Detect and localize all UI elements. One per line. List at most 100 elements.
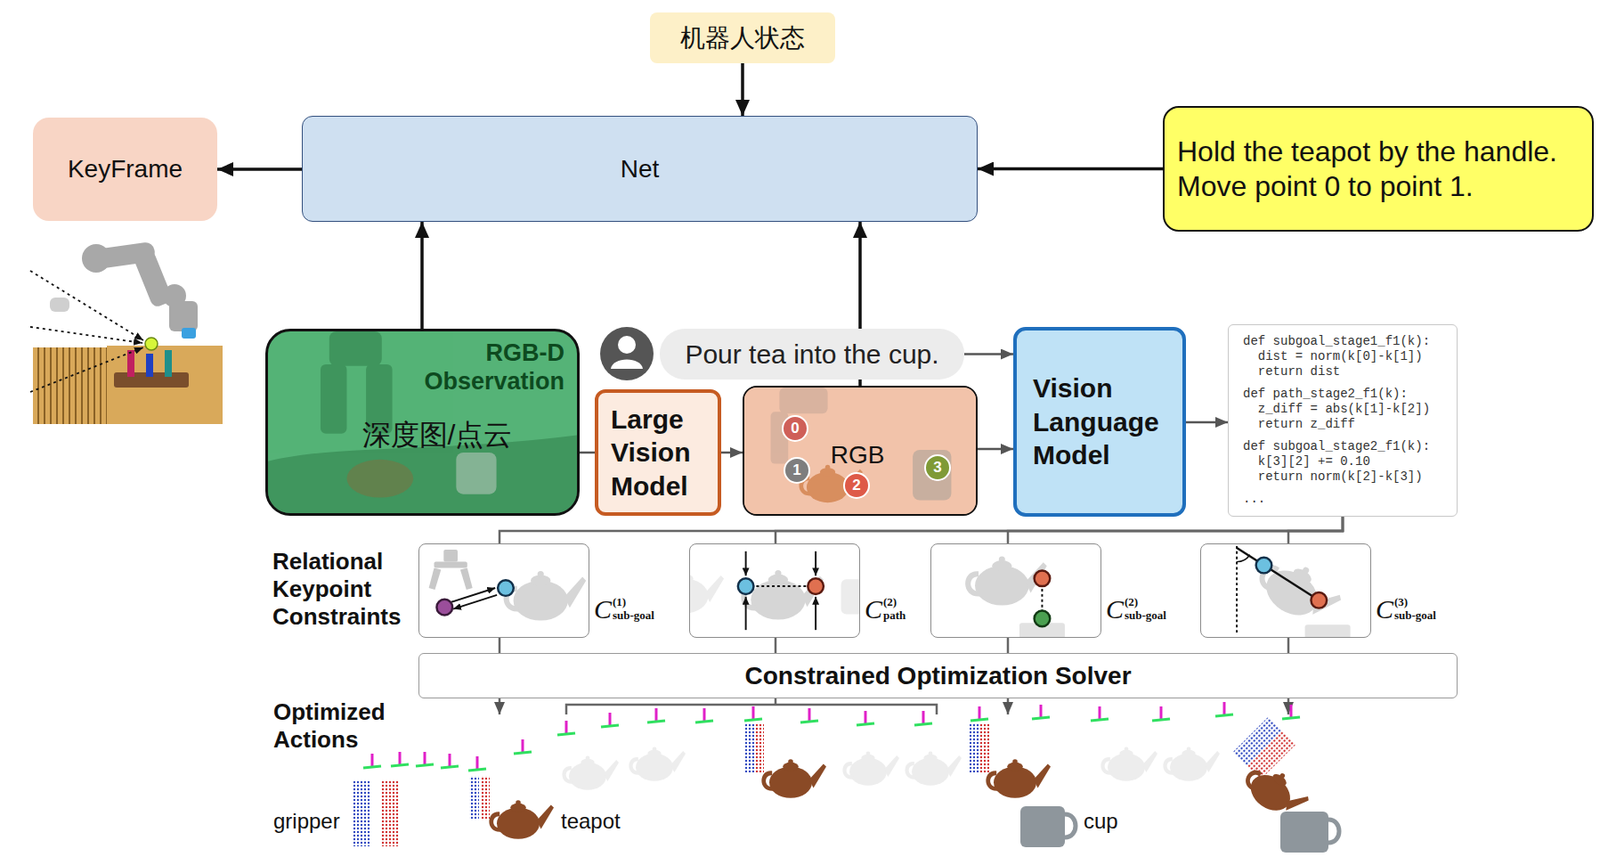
gripper-pose-marker <box>800 720 819 723</box>
teapot-tilt-sketch <box>1235 545 1238 635</box>
robot-scene <box>30 270 144 341</box>
image-box: RGB0123 <box>742 385 978 516</box>
gripper-trajectory <box>363 701 1300 771</box>
gripper-pose-marker <box>1282 716 1300 719</box>
ghost-teapots <box>1100 747 1158 781</box>
gripper-pose-marker <box>440 765 459 768</box>
constraint-symbol: C <box>1105 593 1124 625</box>
solver-output-arrows <box>1287 698 1291 715</box>
point-cloud-picture <box>455 452 496 495</box>
robot-scene <box>49 297 70 312</box>
teapot-level-sketch <box>746 584 816 587</box>
gripper-pose-marker <box>415 763 434 766</box>
instruction-box: Hold the teapot by the handle. Move poin… <box>1162 105 1594 232</box>
node-text: 深度图/点云 <box>348 415 527 455</box>
teapot-level-sketch <box>841 578 860 614</box>
gripper-pose-marker <box>856 722 875 725</box>
code-line: return z_diff <box>1242 416 1457 432</box>
gripper-clouds <box>969 722 980 772</box>
cup-clouds <box>1020 805 1065 847</box>
gripper-clouds <box>352 779 371 846</box>
cup-clouds <box>1064 813 1076 837</box>
constraint-stage: (2) <box>883 595 906 610</box>
object-label: cup <box>1083 808 1138 834</box>
gripper-pose-marker <box>557 732 576 735</box>
connector <box>977 167 1163 171</box>
object-label: teapot <box>560 808 642 834</box>
teapot-level-sketch <box>740 569 824 620</box>
node-text: 1 <box>792 461 801 480</box>
connector <box>498 637 502 653</box>
gripper-teapot-sketch <box>503 570 587 621</box>
code-line: z_diff = abs(k[1]-k[2]) <box>1242 401 1457 417</box>
observation-box: RGB-D Observation深度图/点云 <box>265 328 580 516</box>
teapot-tilt-sketch <box>1305 624 1351 637</box>
cup-clouds <box>1280 811 1329 853</box>
object-label: gripper <box>273 808 354 834</box>
node-text: Constrained Optimization Solver <box>744 661 1131 691</box>
node-text: Net <box>620 154 660 184</box>
gripper-teapot-sketch <box>451 587 496 602</box>
solver-output-arrows <box>774 698 778 705</box>
constraint-type: sub-goal <box>1124 609 1167 623</box>
teapot-level-sketch <box>745 596 748 630</box>
teapot-level-sketch <box>690 569 724 613</box>
gripper-teapot-sketch <box>453 594 497 610</box>
teapot-tilt-sketch <box>1250 547 1347 634</box>
gripper-pose-marker <box>1215 714 1234 716</box>
code-line: return norm(k[2]-k[3]) <box>1242 469 1457 485</box>
connector <box>499 516 1343 544</box>
ghost-teapots <box>628 747 686 781</box>
code-line: def subgoal_stage2_f1(k): <box>1242 438 1457 455</box>
code-line: k[3][2] += 0.10 <box>1242 454 1457 470</box>
gripper-teapot-sketch <box>497 579 514 596</box>
constraint-panel: C(3)sub-goal <box>1200 543 1372 638</box>
solver-bar: Constrained Optimization Solver <box>418 652 1458 699</box>
cup-clouds <box>1328 819 1340 843</box>
constraint-label: C(3)sub-goal <box>1375 593 1437 625</box>
constraint-panel: C(2)sub-goal <box>930 543 1102 638</box>
teapot-tilt-sketch <box>1250 547 1347 634</box>
point-cloud-picture <box>346 459 414 498</box>
model-box: Large Vision Model <box>594 389 722 516</box>
code-line: dist = norm(k[0]-k[1]) <box>1242 349 1457 365</box>
gripper-pose-marker <box>363 765 382 768</box>
node-text: Pour tea into the cup. <box>684 339 939 370</box>
robot-scene <box>81 241 198 332</box>
robot-scene <box>146 353 154 377</box>
teapot-above-cup-sketch <box>931 544 1101 637</box>
constraint-label: C(1)sub-goal <box>593 593 655 625</box>
point-cloud-picture <box>268 331 577 513</box>
ghost-teapots <box>561 747 1220 790</box>
code-box: def subgoal_stage1_f1(k): dist = norm(k[… <box>1227 324 1458 517</box>
connector <box>217 167 302 171</box>
node-text: 3 <box>933 458 942 477</box>
gripper-pose-marker <box>970 718 989 721</box>
gripper-teapot-sketch <box>419 544 589 637</box>
connector <box>1287 637 1291 653</box>
solver-output-arrows <box>1007 698 1010 715</box>
node-text: 0 <box>790 419 799 438</box>
connector <box>977 447 1014 451</box>
ghost-teapots <box>904 751 962 786</box>
robot-scene <box>169 300 198 332</box>
node-text: 2 <box>852 476 861 495</box>
constraint-index: (2)sub-goal <box>1124 595 1167 623</box>
connector <box>579 451 595 455</box>
robot-scene <box>164 349 172 377</box>
constraint-label: C(2)sub-goal <box>1105 593 1167 625</box>
constraint-panel: C(2)path <box>689 543 861 638</box>
keypoint-circle: 2 <box>843 471 870 499</box>
rgb-photo-picture <box>744 387 976 514</box>
node-text: KeyFrame <box>67 154 183 184</box>
teapot-clouds <box>985 758 1051 798</box>
cup-clouds <box>1020 805 1340 853</box>
ghost-teapots <box>842 751 900 786</box>
teapot-level-sketch <box>814 551 817 576</box>
solver-output-arrows <box>499 698 1289 715</box>
code-line: def subgoal_stage1_f1(k): <box>1242 333 1457 350</box>
user-icon <box>617 335 636 354</box>
keypoint-circle: 0 <box>781 414 809 442</box>
gripper-teapot-sketch <box>503 570 587 621</box>
